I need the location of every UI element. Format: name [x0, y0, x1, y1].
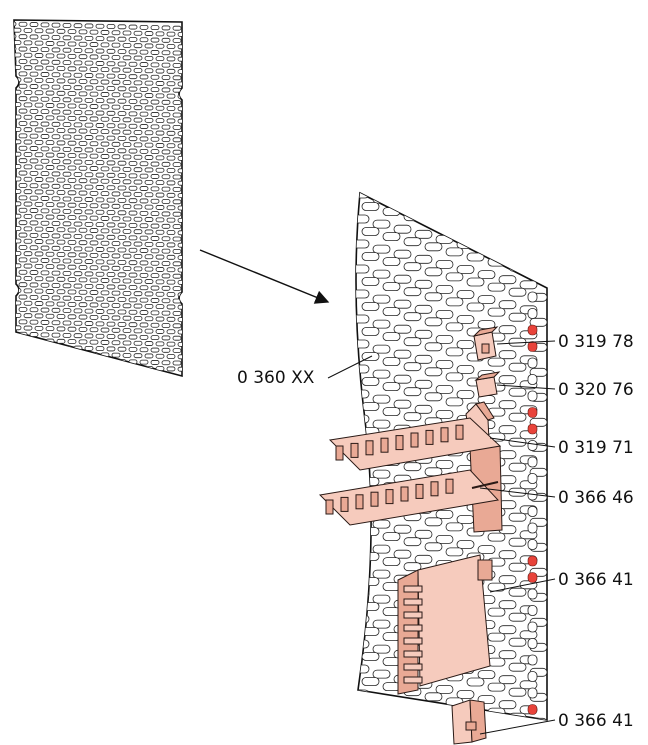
comb-vertical-0-366-41: [397, 554, 493, 695]
label-clip-a: 0 319 78: [558, 332, 634, 352]
assembly-arrow: [199, 249, 330, 304]
leader-lines: [327, 340, 556, 735]
label-plate: 0 360 XX: [237, 368, 315, 388]
clip-bottom-0-366-41: [451, 699, 487, 745]
label-comb-top: 0 366 46: [558, 488, 634, 508]
perforated-plate-detail: [355, 191, 548, 721]
label-comb-bottom: 0 366 41: [558, 711, 634, 731]
label-clip-b: 0 320 76: [558, 380, 634, 400]
clip-0-319-78: [472, 326, 499, 361]
label-comb-vertical: 0 366 41: [558, 570, 634, 590]
perforated-plate-preview: [13, 19, 183, 378]
clip-0-320-76: [474, 371, 501, 398]
comb-carrier-0-366-46: [318, 417, 503, 533]
label-clip-c: 0 319 71: [558, 438, 634, 458]
